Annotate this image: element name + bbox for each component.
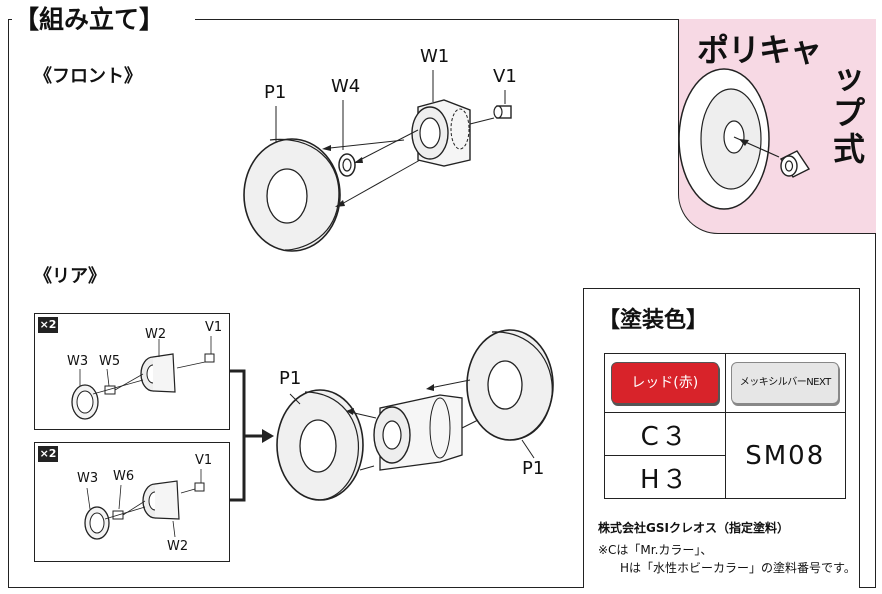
- front-heading: 《フロント》: [34, 66, 142, 87]
- polycap-char: 式: [832, 130, 865, 168]
- assembly-frame: [8, 19, 876, 588]
- rear-label-p1-left: P1: [279, 368, 302, 389]
- rear-b-label-w2: W2: [167, 539, 189, 554]
- rear-b-illustration: [84, 469, 205, 540]
- code-sm: SM08: [724, 412, 846, 499]
- rear-b-label-w6: W6: [113, 469, 135, 484]
- polycap-char: ッ: [832, 58, 865, 96]
- rear-b-label-w3: W3: [77, 471, 99, 486]
- front-tire-p1: [243, 138, 341, 252]
- code-c: C３: [604, 412, 726, 456]
- rear-heading: 《リア》: [34, 266, 106, 287]
- paint-cell-red: レッド(赤): [604, 353, 726, 413]
- polycap-illustration: [679, 68, 811, 210]
- frame-top: [195, 19, 876, 20]
- quantity-badge: ×2: [38, 317, 58, 333]
- front-label-w4: W4: [331, 76, 361, 97]
- polycap-title-horizontal: ポリキャ: [697, 31, 822, 69]
- code-h: H３: [604, 455, 726, 499]
- front-label-p1: P1: [264, 82, 287, 103]
- rear-a-label-w3: W3: [67, 354, 89, 369]
- front-ring-w4: [338, 153, 356, 177]
- rear-b-label-v1: V1: [195, 453, 213, 468]
- rear-a-label-v1: V1: [205, 320, 223, 335]
- polycap-part: [779, 150, 811, 178]
- rear-box-b: ×2 W3 W6 V1 W2: [34, 442, 230, 562]
- front-label-w1: W1: [420, 46, 450, 67]
- note-line-2: Hは「水性ホビーカラー」の塗料番号です。: [620, 561, 856, 575]
- rear-wheel-assembly: [373, 394, 463, 471]
- front-wheel-w1: [411, 99, 471, 167]
- maker-text: 株式会社GSIクレオス（指定塗料）: [598, 521, 789, 535]
- polycap-panel: ポリキャ ッ プ 式: [678, 19, 876, 234]
- paint-heading: 【塗装色】: [598, 308, 709, 333]
- quantity-badge: ×2: [38, 446, 58, 462]
- rear-a-label-w2: W2: [145, 327, 167, 342]
- paint-table: レッド(赤) メッキシルバーNEXT C３ SM08 H３: [604, 353, 846, 499]
- note-line-1: ※Cは「Mr.カラー」、: [598, 543, 713, 557]
- front-cap-v1: [493, 105, 512, 119]
- polycap-title-vertical: ッ プ 式: [829, 59, 869, 167]
- polycap-char: プ: [832, 94, 865, 132]
- rear-a-label-w5: W5: [99, 354, 121, 369]
- silver-color-swatch: メッキシルバーNEXT: [731, 362, 840, 404]
- rear-tire-left: [276, 389, 364, 501]
- paint-panel: 【塗装色】 レッド(赤) メッキシルバーNEXT C３ SM08 H３ 株式会社…: [583, 288, 860, 588]
- page-title: 【組み立て】: [12, 0, 167, 36]
- rear-a-illustration: [71, 336, 215, 420]
- rear-tire-right: [466, 329, 554, 441]
- paint-cell-silver: メッキシルバーNEXT: [724, 353, 846, 413]
- rear-box-a: ×2 W2 V1 W3 W5: [34, 313, 230, 430]
- rear-label-p1-right: P1: [522, 458, 545, 479]
- front-label-v1: V1: [493, 66, 517, 87]
- red-color-swatch: レッド(赤): [610, 362, 719, 404]
